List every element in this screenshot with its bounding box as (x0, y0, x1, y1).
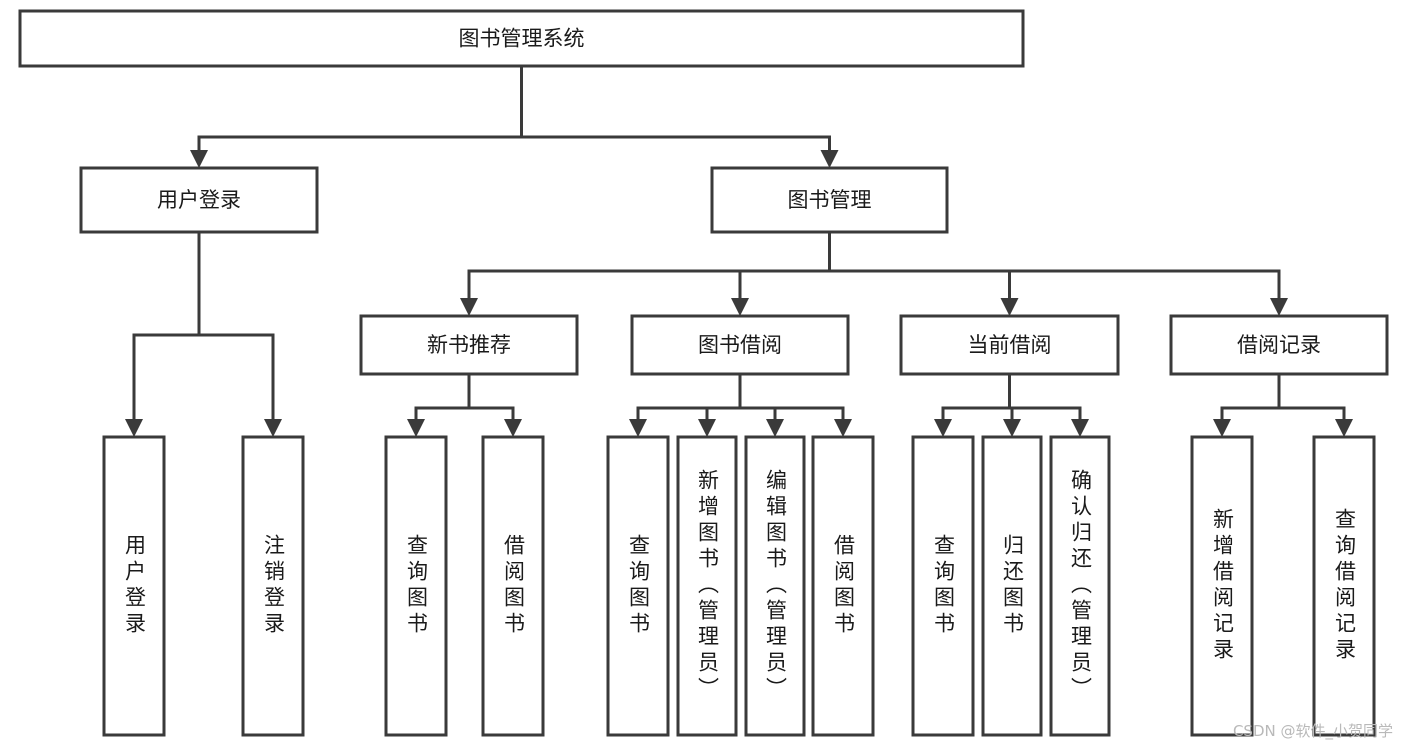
root-to-book-management-arrowhead (820, 150, 839, 168)
book-mgmt-to-new-book-recommend-arrowhead (460, 298, 478, 316)
current-borrow-to-query-book-3-arrowhead (934, 419, 952, 437)
book-borrow-to-edit-book-arrowhead (766, 419, 784, 437)
user-login-to-login-arrowhead (125, 419, 143, 437)
borrow-records-to-query-borrow-record-arrowhead (1335, 419, 1353, 437)
node-add-borrow-record[interactable] (1190, 435, 1254, 737)
node-root-system[interactable] (18, 9, 1025, 68)
new-book-recommend-to-borrow-book-1-arrowhead (504, 419, 522, 437)
borrow-records-to-add-borrow-record-arrowhead (1213, 419, 1231, 437)
node-current-borrow-label: 当前借阅 (968, 333, 1052, 357)
node-borrow-book-1[interactable] (481, 435, 545, 737)
node-query-borrow-record[interactable] (1312, 435, 1376, 737)
node-root-label: 图书管理系统 (459, 27, 585, 51)
node-current-borrow[interactable] (899, 314, 1120, 376)
current-borrow-to-return-book-arrowhead (1003, 419, 1021, 437)
node-query-book-1[interactable] (384, 435, 448, 737)
book-borrow-to-borrow-book-2-arrowhead (834, 419, 852, 437)
book-mgmt-to-current-borrow-arrowhead (1000, 298, 1019, 316)
root-to-user-login-arrowhead (190, 150, 208, 168)
node-new-book-recommend-label: 新书推荐 (427, 333, 511, 357)
book-borrow-to-add-book-arrowhead (698, 419, 716, 437)
node-query-book-2[interactable] (606, 435, 670, 737)
book-mgmt-to-borrow-records-arrowhead (1270, 298, 1288, 316)
node-query-book-3[interactable] (911, 435, 975, 737)
node-book-management-label: 图书管理 (788, 188, 872, 212)
node-user-login[interactable] (79, 166, 319, 234)
node-confirm-return[interactable] (1049, 435, 1111, 737)
book-mgmt-to-book-borrow-arrowhead (731, 298, 749, 316)
node-user-login-label: 用户登录 (157, 188, 241, 212)
node-return-book[interactable] (981, 435, 1043, 737)
node-logout[interactable] (241, 435, 305, 737)
current-borrow-to-confirm-return-arrowhead (1071, 419, 1089, 437)
node-borrow-records[interactable] (1169, 314, 1389, 376)
user-login-to-logout-arrowhead (264, 419, 282, 437)
node-borrow-book-2[interactable] (811, 435, 875, 737)
node-book-borrow[interactable] (630, 314, 850, 376)
book-borrow-to-query-book-2-arrowhead (629, 419, 647, 437)
node-book-management[interactable] (710, 166, 949, 234)
node-add-book[interactable] (676, 435, 738, 737)
node-book-borrow-label: 图书借阅 (698, 333, 782, 357)
node-edit-book[interactable] (744, 435, 806, 737)
new-book-recommend-to-query-book-1-arrowhead (407, 419, 425, 437)
node-login[interactable] (102, 435, 166, 737)
node-borrow-records-label: 借阅记录 (1237, 333, 1321, 357)
node-new-book-recommend[interactable] (359, 314, 579, 376)
